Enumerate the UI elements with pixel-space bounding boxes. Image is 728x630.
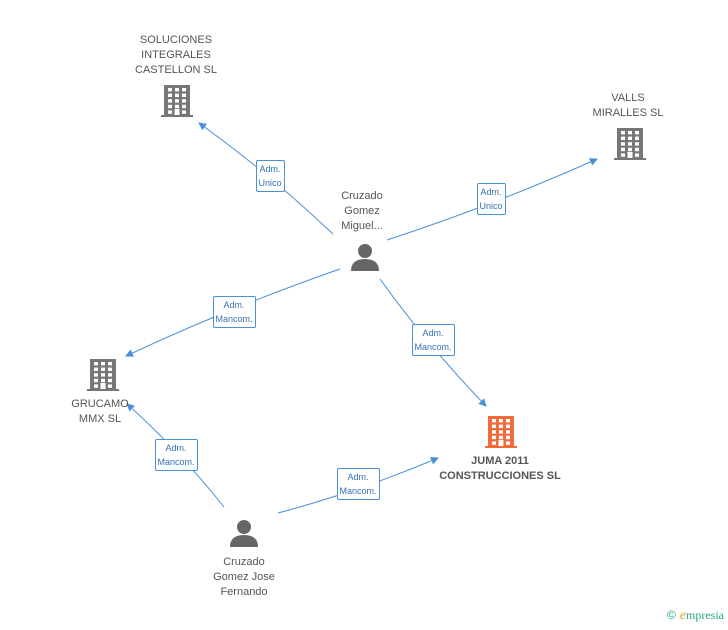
edge-label-cruzado_miguel-to-soluciones[interactable]: Adm. Unico (255, 160, 285, 192)
node-label-valls[interactable]: VALLS MIRALLES SL (592, 92, 664, 119)
edge-label-cruzado_jose-to-juma[interactable]: Adm. Mancom. (336, 468, 380, 500)
edge-label-cruzado_miguel-to-valls[interactable]: Adm. Unico (476, 183, 506, 215)
edge-label-cruzado_jose-to-grucamo[interactable]: Adm. Mancom. (154, 439, 198, 471)
person-icon-cruzado_miguel[interactable] (351, 244, 379, 271)
logo-e: e (679, 608, 686, 623)
node-label-cruzado_miguel[interactable]: Cruzado Gomez Miguel... (341, 190, 383, 232)
edge-label-cruzado_miguel-to-juma[interactable]: Adm. Mancom. (411, 324, 455, 356)
edge-label-cruzado_miguel-to-grucamo[interactable]: Adm. Mancom. (212, 296, 256, 328)
building-icon-soluciones[interactable] (161, 85, 193, 117)
logo-text: mpresia (686, 608, 724, 622)
building-icon-valls[interactable] (614, 128, 646, 160)
person-icon-cruzado_jose[interactable] (230, 520, 258, 547)
node-label-grucamo[interactable]: GRUCAMO MMX SL (71, 398, 129, 425)
node-label-juma[interactable]: JUMA 2011 CONSTRUCCIONES SL (439, 455, 561, 482)
node-label-soluciones[interactable]: SOLUCIONES INTEGRALES CASTELLON SL (135, 34, 217, 76)
empresia-logo[interactable]: ©empresia (667, 608, 724, 624)
building-icon-juma[interactable] (485, 416, 517, 448)
copyright-icon: © (666, 608, 676, 622)
building-icon-grucamo[interactable] (87, 359, 119, 391)
node-label-cruzado_jose[interactable]: Cruzado Gomez Jose Fernando (213, 556, 275, 598)
